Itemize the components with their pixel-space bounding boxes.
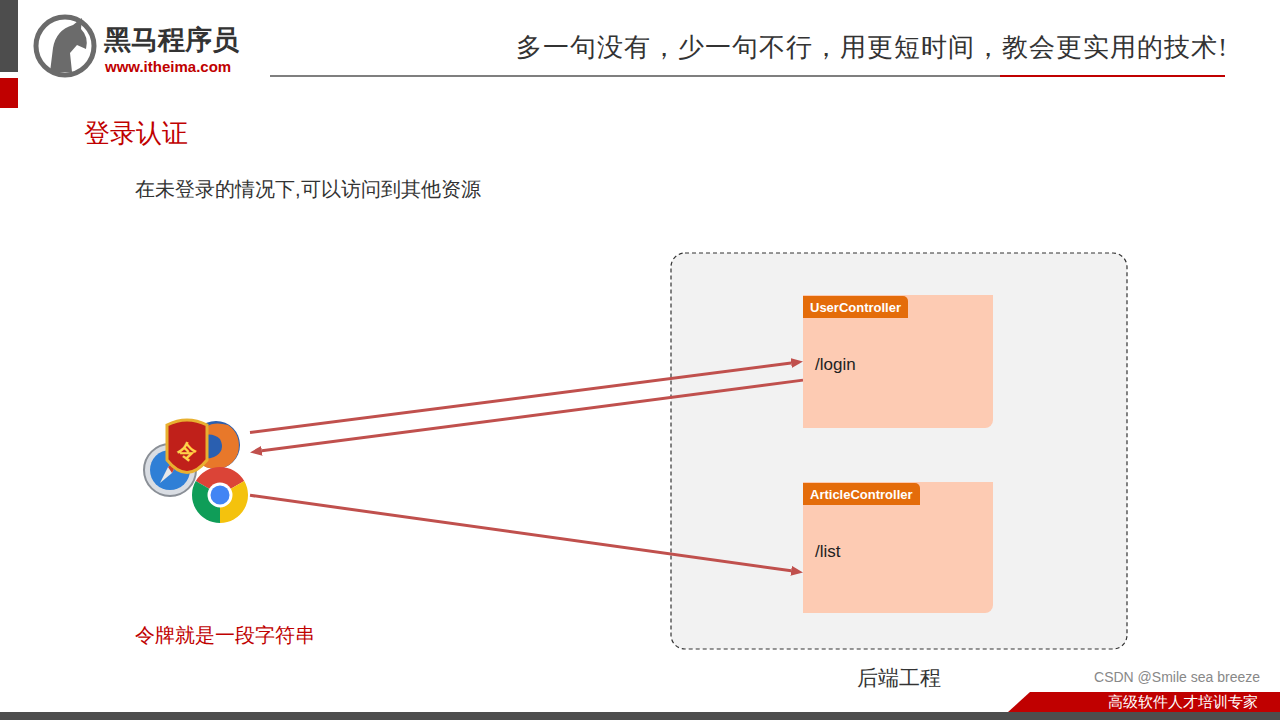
label-slot: 高级软件人才培训专家 (1108, 693, 1258, 712)
backend-region: 后端工程UserController/loginArticleControlle… (670, 252, 1128, 650)
text-slot: 后端工程 (670, 664, 1128, 692)
label-slot: www.itheima.com (105, 58, 231, 76)
controller-box: UserController/login (803, 295, 993, 428)
brand-name: 黑马程序员 (104, 22, 239, 58)
text-slot: 令 (167, 439, 207, 463)
text-slot: /login (815, 355, 856, 375)
text-slot: /list (815, 542, 841, 562)
label-slot: 令牌就是一段字符串 (135, 622, 315, 649)
watermark: CSDN @Smile sea breeze (1094, 669, 1260, 685)
label-slot: 多一句没有，少一句不行，用更短时间，教会更实用的技术! (516, 30, 1228, 65)
title-slot: 登录认证 (84, 116, 188, 151)
text-slot: UserController (803, 296, 908, 318)
browser-icons (140, 415, 250, 525)
header-rule (270, 75, 1000, 77)
region-caption: 后端工程 (857, 664, 941, 692)
subtitle-note: 在未登录的情况下,可以访问到其他资源 (135, 176, 481, 203)
controller-tag: ArticleController (810, 487, 913, 503)
footer-bar (0, 712, 1280, 720)
side-bar-red (0, 78, 18, 108)
label-slot: 黑马程序员 (104, 22, 239, 58)
controller-tag: UserController (810, 300, 901, 316)
brand-url: www.itheima.com (105, 58, 231, 75)
header-rule-red (1000, 75, 1225, 77)
footer-tag (1008, 692, 1280, 712)
footer-slogan: 高级软件人才培训专家 (1108, 693, 1258, 712)
controller-box: ArticleController/list (803, 482, 993, 613)
token-note: 令牌就是一段字符串 (135, 622, 315, 649)
text-slot: ArticleController (803, 483, 920, 505)
token-badge-text: 令 (177, 439, 197, 463)
label-slot: CSDN @Smile sea breeze (1094, 668, 1260, 686)
label-slot: 在未登录的情况下,可以访问到其他资源 (135, 176, 481, 203)
browser-client: 令 (140, 415, 250, 525)
side-bar (0, 0, 18, 72)
logo-icon (36, 17, 94, 75)
slogan: 多一句没有，少一句不行，用更短时间，教会更实用的技术! (516, 30, 1228, 65)
endpoint-path: /login (815, 355, 856, 375)
slide-title: 登录认证 (84, 116, 188, 151)
endpoint-path: /list (815, 542, 841, 562)
